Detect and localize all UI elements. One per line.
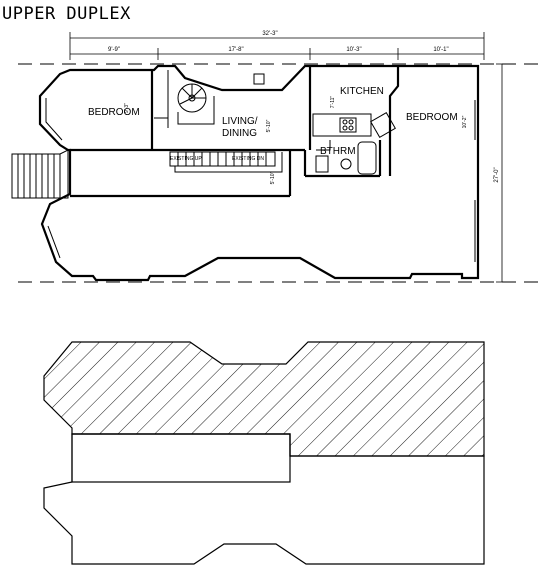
toilet — [315, 155, 329, 173]
dim-seg2: 17'-8" — [228, 47, 243, 53]
note-existing-dn: EXISTING DN — [232, 156, 264, 162]
dim-seg1: 9'-9" — [108, 47, 120, 53]
bathtub — [357, 141, 377, 175]
key-plan-corridor — [71, 433, 291, 483]
key-plan-lower-area — [43, 433, 485, 565]
dim-living: 5'-10" — [266, 119, 272, 132]
dim-bedroom1: 9'-3" — [124, 103, 130, 113]
bay-window-lower — [47, 225, 61, 259]
kitchen-table — [370, 112, 396, 138]
spiral-stair — [177, 83, 215, 125]
chimney — [253, 73, 265, 85]
room-label-living: LIVING/ — [222, 116, 258, 127]
exterior-stair — [11, 149, 69, 199]
bay-window-left — [45, 98, 63, 141]
dim-seg4: 10'-1" — [433, 47, 448, 53]
room-label-bedroom: BEDROOM — [88, 107, 140, 118]
key-plan-hatched-area — [43, 341, 485, 457]
dim-stair: 5'-10" — [270, 171, 276, 184]
stove — [339, 117, 357, 133]
exterior-wall — [38, 64, 480, 282]
dim-kitchen: 7'-11" — [330, 96, 336, 109]
dim-bedroom2: 10'-2" — [462, 115, 468, 128]
room-label-bath: BTHRM — [320, 146, 356, 157]
sink — [340, 158, 352, 170]
dim-overall-depth: 27'-0" — [494, 167, 500, 182]
room-label-dining: DINING — [222, 128, 257, 139]
kitchen-counter — [312, 113, 372, 137]
room-label-kitchen: KITCHEN — [340, 86, 384, 97]
room-label-bedroom-2: BEDROOM — [406, 112, 458, 123]
bedroom2-wall — [388, 66, 400, 176]
key-plan — [43, 341, 485, 565]
corridor-stair — [169, 151, 283, 173]
plan-title: UPPER DUPLEX — [2, 4, 131, 24]
dim-overall-width: 32'-3" — [262, 31, 277, 37]
dim-seg3: 10'-3" — [346, 47, 361, 53]
note-existing-up: EXISTING UP — [170, 156, 202, 162]
